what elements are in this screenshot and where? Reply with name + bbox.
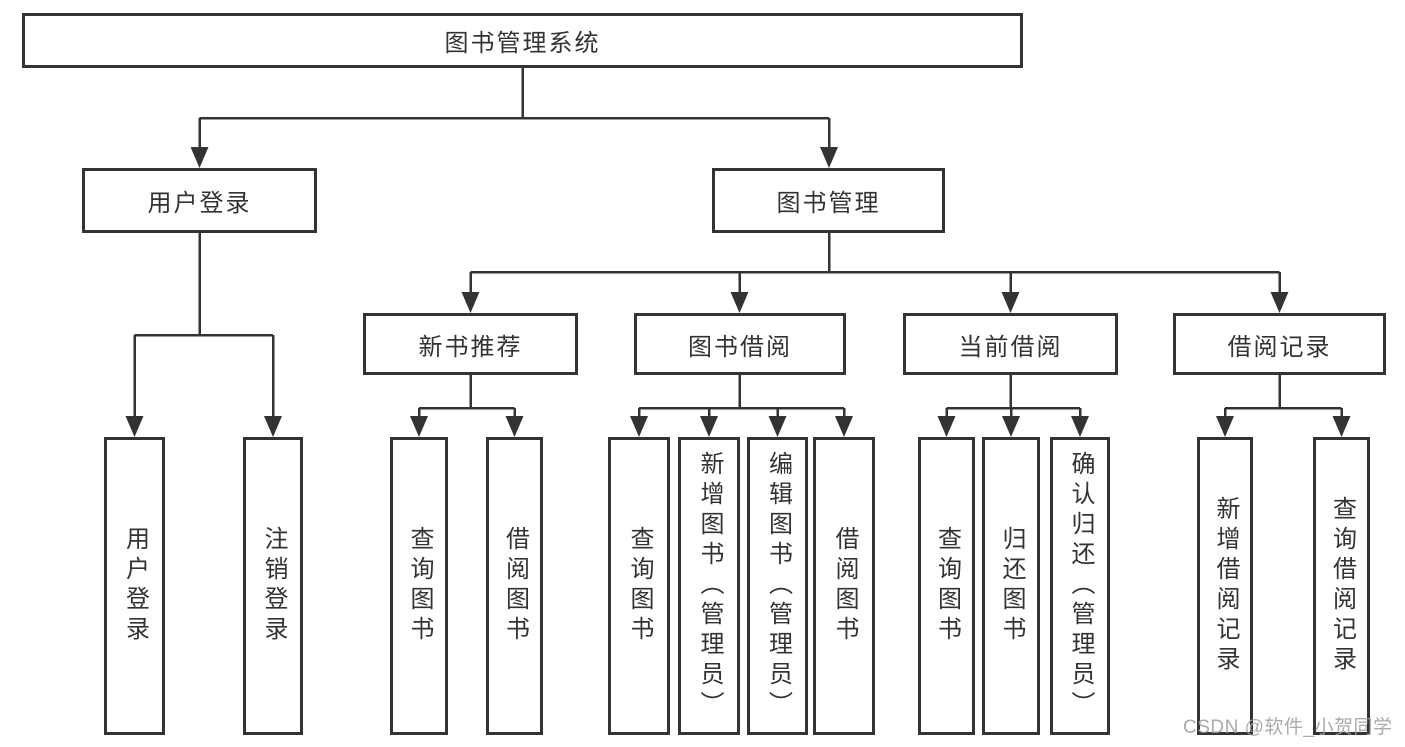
node-current-borrowing: 当前借阅 bbox=[903, 313, 1118, 375]
connector-book-management-split bbox=[469, 233, 1281, 295]
arrowhead bbox=[1270, 292, 1289, 313]
leaf-query-books-borrowing: 查询图书 bbox=[608, 437, 670, 735]
arrowhead bbox=[820, 147, 838, 168]
arrowhead bbox=[835, 416, 853, 437]
arrowhead bbox=[264, 416, 282, 437]
leaf-add-borrow-record: 新增借阅记录 bbox=[1197, 437, 1253, 735]
leaf-logout: 注销登录 bbox=[243, 437, 303, 735]
leaf-query-books-current-label: 查询图书 bbox=[933, 526, 961, 646]
node-user-login: 用户登录 bbox=[82, 168, 317, 233]
arrowhead bbox=[630, 416, 648, 437]
arrowhead bbox=[1216, 416, 1234, 437]
connector-new-book-group bbox=[417, 375, 516, 418]
arrowhead bbox=[937, 416, 956, 437]
arrowhead bbox=[1071, 416, 1089, 437]
leaf-return-book: 归还图书 bbox=[982, 437, 1040, 735]
node-new-book-recommend: 新书推荐 bbox=[363, 313, 578, 375]
leaf-borrow-books-borrowing-label: 借阅图书 bbox=[831, 526, 858, 646]
leaf-confirm-return-admin-label: 确认归还（管理员） bbox=[1067, 451, 1094, 721]
node-book-management: 图书管理 bbox=[712, 168, 945, 233]
leaf-query-books-borrowing-label: 查询图书 bbox=[626, 526, 653, 646]
node-borrowing-records: 借阅记录 bbox=[1173, 313, 1386, 375]
node-new-book-recommend-label: 新书推荐 bbox=[418, 333, 523, 361]
node-book-management-label: 图书管理 bbox=[776, 190, 881, 217]
connector-user-login-group bbox=[133, 233, 275, 418]
arrowhead bbox=[505, 416, 524, 437]
leaf-confirm-return-admin: 确认归还（管理员） bbox=[1050, 437, 1110, 735]
leaf-query-books-current: 查询图书 bbox=[918, 437, 975, 735]
leaf-add-book-admin-label: 新增图书（管理员） bbox=[696, 451, 723, 721]
arrowhead bbox=[410, 416, 428, 437]
node-current-borrowing-label: 当前借阅 bbox=[958, 333, 1063, 361]
leaf-query-borrow-record-label: 查询借阅记录 bbox=[1328, 496, 1356, 676]
arrowhead bbox=[125, 416, 144, 437]
leaf-query-books-newbook: 查询图书 bbox=[390, 437, 448, 735]
arrowhead bbox=[190, 147, 209, 168]
leaf-edit-book-admin: 编辑图书（管理员） bbox=[747, 437, 808, 735]
leaf-query-books-newbook-label: 查询图书 bbox=[406, 526, 433, 646]
arrowhead bbox=[768, 416, 787, 437]
arrowhead bbox=[1002, 416, 1020, 437]
leaf-user-login-label: 用户登录 bbox=[121, 526, 149, 646]
leaf-logout-label: 注销登录 bbox=[260, 526, 287, 646]
connector-borrowing-records-group bbox=[1223, 375, 1343, 418]
connector-root-split bbox=[198, 68, 831, 150]
arrowheads bbox=[125, 147, 1351, 437]
watermark-text: CSDN @软件_小贺同学 bbox=[1183, 717, 1393, 738]
leaf-borrow-books-newbook: 借阅图书 bbox=[486, 437, 543, 735]
arrowhead bbox=[730, 292, 749, 313]
node-root-label: 图书管理系统 bbox=[444, 30, 601, 57]
arrowhead bbox=[1332, 416, 1351, 437]
leaf-return-book-label: 归还图书 bbox=[998, 526, 1025, 646]
node-book-borrowing-label: 图书借阅 bbox=[688, 333, 792, 361]
arrowhead bbox=[461, 292, 480, 313]
node-user-login-label: 用户登录 bbox=[147, 190, 252, 217]
node-root: 图书管理系统 bbox=[22, 13, 1023, 68]
leaf-query-borrow-record: 查询借阅记录 bbox=[1313, 437, 1370, 735]
arrowhead bbox=[1001, 292, 1020, 313]
leaf-borrow-books-newbook-label: 借阅图书 bbox=[501, 526, 529, 646]
leaf-add-borrow-record-label: 新增借阅记录 bbox=[1212, 496, 1239, 676]
connector-current-borrowing-group bbox=[945, 375, 1082, 418]
node-book-borrowing: 图书借阅 bbox=[634, 313, 846, 375]
leaf-borrow-books-borrowing: 借阅图书 bbox=[813, 437, 875, 735]
arrowhead bbox=[700, 416, 718, 437]
leaf-user-login: 用户登录 bbox=[104, 437, 165, 735]
connector-book-borrowing-group bbox=[637, 375, 846, 418]
leaf-add-book-admin: 新增图书（管理员） bbox=[678, 437, 740, 735]
leaf-edit-book-admin-label: 编辑图书（管理员） bbox=[764, 451, 792, 721]
node-borrowing-records-label: 借阅记录 bbox=[1227, 333, 1332, 361]
